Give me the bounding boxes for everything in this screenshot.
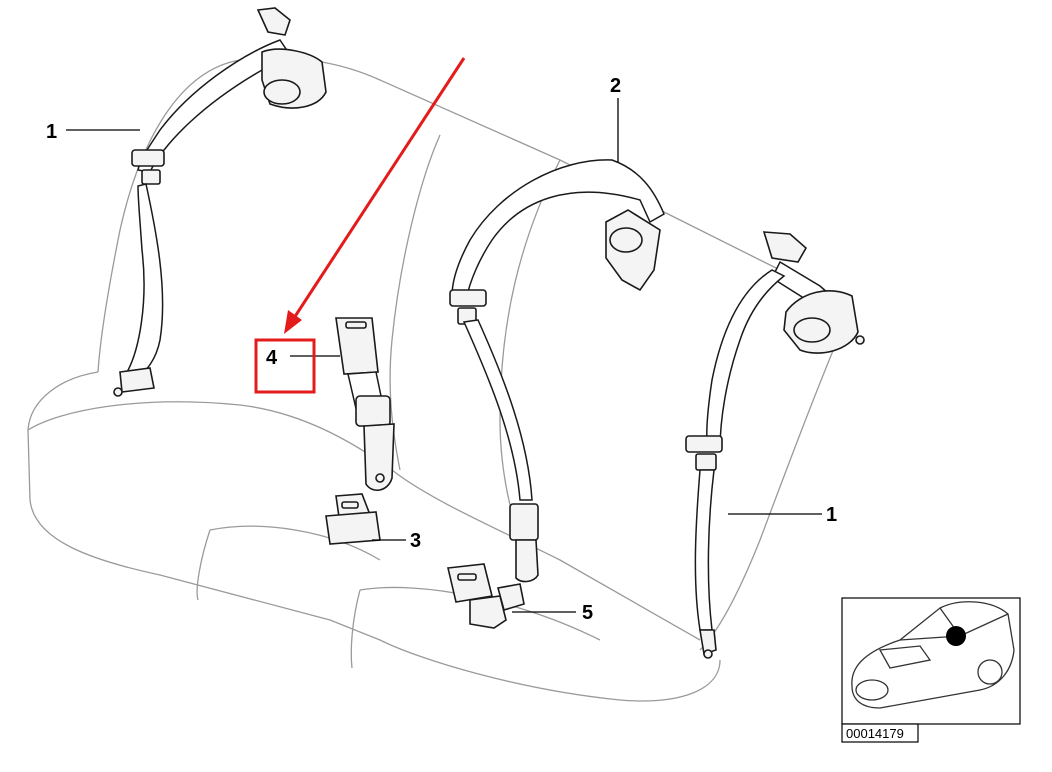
seat-location-dot-icon (946, 626, 966, 646)
car-location-thumbnail: 00014179 (841, 597, 1021, 743)
center-shoulder-belt (449, 159, 665, 583)
arrow-head-icon (284, 310, 302, 334)
right-outer-belt (685, 231, 865, 659)
callout-2: 2 (610, 75, 621, 97)
rear-seat-outline (27, 57, 851, 702)
highlight-box (254, 338, 316, 394)
callout-4: 4 (266, 347, 278, 369)
callout-1-right: 1 (826, 504, 837, 526)
leader-lines (66, 98, 822, 613)
left-buckle (325, 493, 381, 545)
center-buckle-assembly (335, 317, 395, 491)
callout-3: 3 (410, 530, 421, 552)
callout-5: 5 (582, 602, 593, 624)
right-buckle (447, 563, 525, 629)
left-outer-belt (113, 7, 327, 397)
callout-1-left: 1 (46, 121, 57, 143)
highlight-annotation (254, 57, 466, 394)
illustration-number: 00014179 (846, 726, 904, 741)
